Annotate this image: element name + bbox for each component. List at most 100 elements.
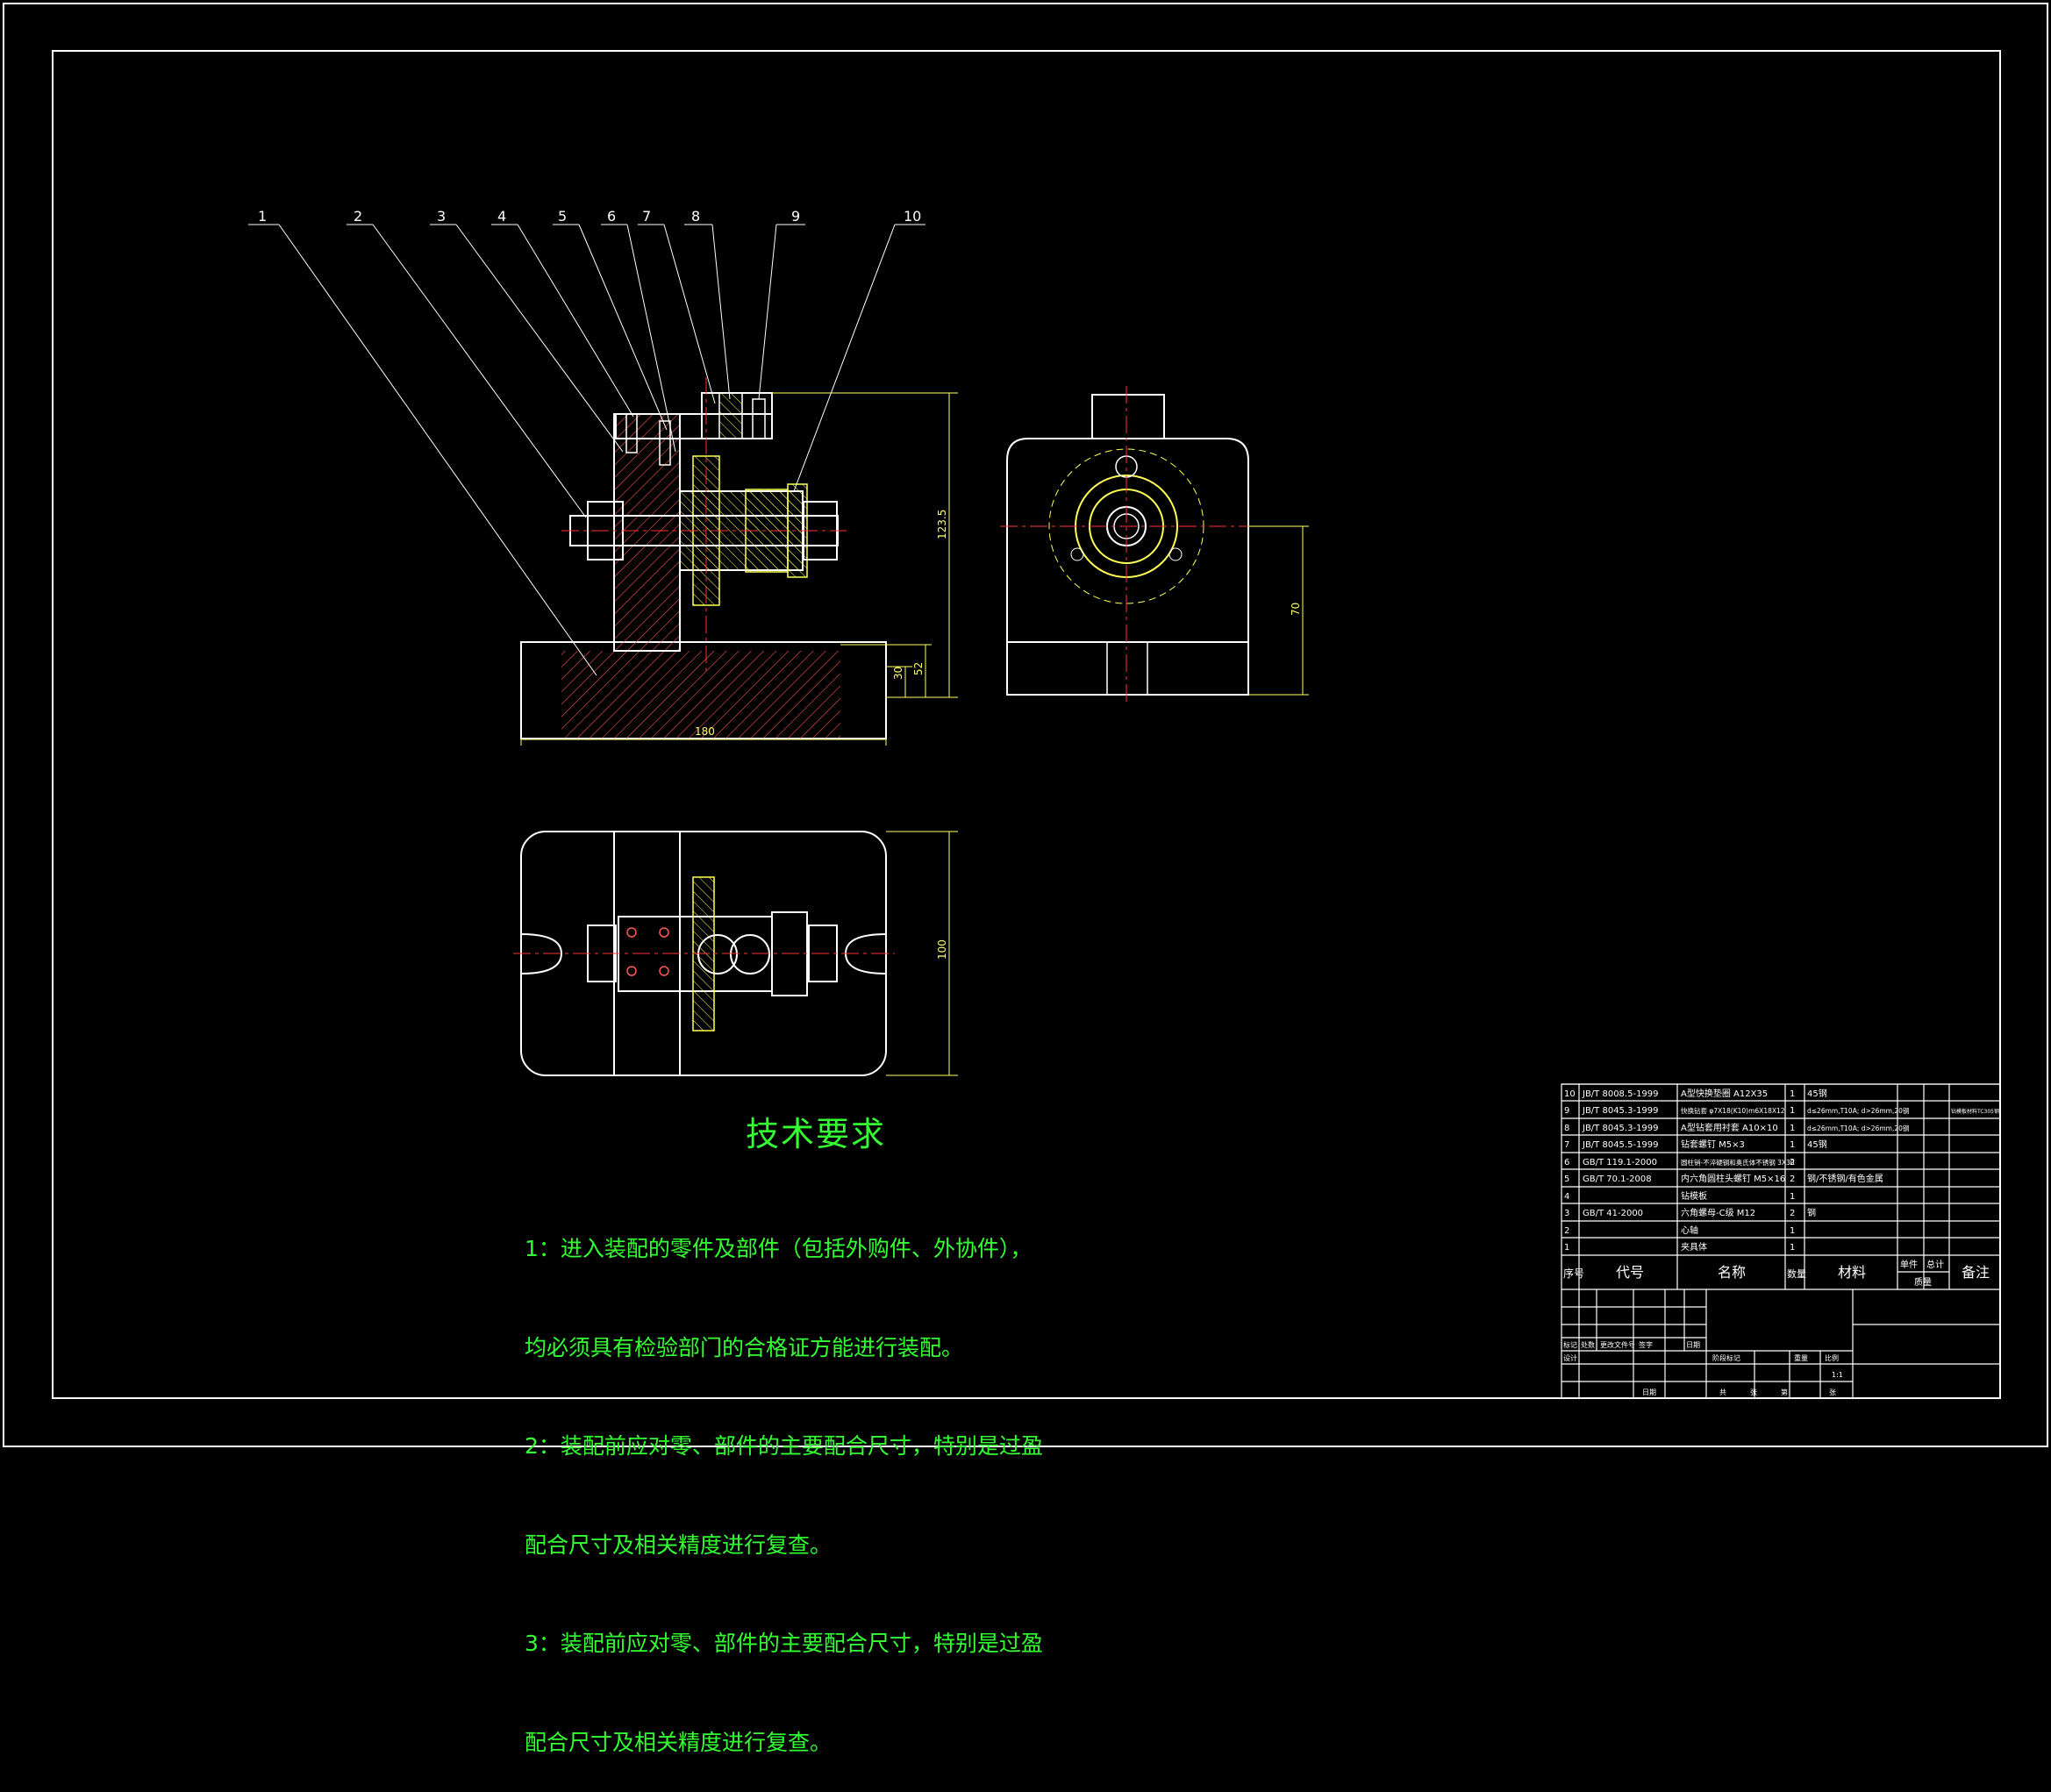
dim-height-main: 123.5	[936, 510, 948, 539]
balloon-leaders	[248, 224, 925, 676]
rev-label-2: 处数	[1581, 1340, 1595, 1349]
bom-qty: 1	[1790, 1192, 1795, 1202]
tech-req-line: 3：装配前应对零、部件的主要配合尺寸，特别是过盈	[525, 1631, 1043, 1656]
rev-label-3: 更改文件号	[1600, 1340, 1635, 1349]
bom-qty: 2	[1790, 1209, 1795, 1218]
bom-text: 10 JB/T 8008.5-1999 A型快换垫圈 A12X35 1 45钢 …	[1563, 1088, 1999, 1396]
balloon-7: 7	[642, 208, 651, 225]
bom-row: 4 钻模板 1	[1564, 1190, 1795, 1202]
balloon-3: 3	[437, 208, 446, 225]
outer-frame	[3, 3, 2048, 1447]
bom-header-weight: 质量	[1914, 1277, 1932, 1288]
bom-qty: 1	[1790, 1226, 1795, 1236]
bom-header-total: 总计	[1926, 1259, 1944, 1270]
bom-header-unit: 单件	[1900, 1260, 1918, 1270]
balloon-9: 9	[791, 208, 800, 225]
bom-material: d≤26mm,T10A; d>26mm,20钢	[1807, 1106, 1909, 1115]
top-view-dimensions	[886, 831, 958, 1076]
bom-material: 钢	[1807, 1207, 1816, 1218]
bom-name: 心轴	[1681, 1224, 1698, 1236]
tech-req-line: 配合尺寸及相关精度进行复查。	[525, 1531, 833, 1558]
tech-req-line: 1：进入装配的零件及部件（包括外购件、外协件），	[525, 1236, 1033, 1261]
bom-header-qty: 数量	[1787, 1268, 1806, 1280]
rev-label-1: 标记	[1563, 1340, 1577, 1349]
tech-req-line: 2：装配前应对零、部件的主要配合尺寸，特别是过盈	[525, 1433, 1043, 1459]
bom-code: JB/T 8008.5-1999	[1582, 1089, 1659, 1099]
bom-qty: 1	[1790, 1089, 1795, 1099]
bom-code: GB/T 119.1-2000	[1583, 1158, 1657, 1167]
balloon-8: 8	[691, 208, 700, 225]
date-label: 日期	[1642, 1389, 1656, 1396]
bom-name: A型钻套用衬套 A10×10	[1681, 1122, 1778, 1133]
sheet-4: 张	[1829, 1389, 1836, 1396]
bom-note: 钻模板材料TC305钢	[1951, 1108, 1999, 1115]
sheet-3: 第	[1781, 1388, 1788, 1396]
bom-row: 2 心轴 1	[1564, 1224, 1795, 1236]
balloon-labels: 1 2 3 4 5 6 7 8 9 10	[258, 208, 921, 225]
bom-qty: 1	[1790, 1243, 1795, 1253]
bom-name: 内六角圆柱头螺钉 M5×16	[1681, 1173, 1785, 1184]
design-label: 设计	[1563, 1353, 1577, 1362]
bom-material: 45钢	[1807, 1139, 1827, 1150]
bom-qty: 1	[1790, 1140, 1795, 1150]
bom-header-code: 代号	[1616, 1264, 1644, 1281]
side-view	[1000, 386, 1254, 702]
bom-no: 2	[1564, 1226, 1569, 1236]
bom-name: 夹具体	[1681, 1241, 1707, 1253]
bom-row: 5 GB/T 70.1-2008 内六角圆柱头螺钉 M5×16 2 钢/不锈钢/…	[1564, 1173, 1883, 1184]
dim-top-w: 100	[936, 939, 948, 960]
tech-req-line: 均必须具有检验部门的合格证方能进行装配。	[525, 1334, 964, 1360]
bom-row: 10 JB/T 8008.5-1999 A型快换垫圈 A12X35 1 45钢	[1564, 1088, 1827, 1099]
bom-header-name: 名称	[1718, 1264, 1746, 1281]
bom-material: 45钢	[1807, 1088, 1827, 1099]
bom-code: GB/T 70.1-2008	[1583, 1174, 1652, 1184]
rev-label-5: 日期	[1686, 1341, 1700, 1349]
bom-row: 7 JB/T 8045.5-1999 钻套螺钉 M5×3 1 45钢	[1564, 1139, 1827, 1150]
stage-header-3: 比例	[1825, 1353, 1839, 1362]
bom-name: 钻套螺钉 M5×3	[1681, 1139, 1745, 1150]
bom-name: 钻模板	[1681, 1190, 1707, 1202]
bom-name: 快换钻套 φ7X18(K10)m6X18X12	[1681, 1106, 1785, 1115]
side-view-dimensions	[1248, 525, 1309, 696]
balloon-6: 6	[607, 208, 616, 225]
bom-row: 8 JB/T 8045.3-1999 A型钻套用衬套 A10×10 1 d≤26…	[1564, 1122, 1909, 1133]
bom-code: GB/T 41-2000	[1583, 1209, 1643, 1218]
dim-h52: 52	[912, 662, 925, 675]
bom-no: 9	[1564, 1106, 1569, 1116]
tech-req-title: 技术要求	[746, 1115, 887, 1153]
bom-no: 3	[1564, 1209, 1569, 1218]
dim-side-h: 70	[1290, 603, 1302, 616]
front-view	[520, 377, 887, 739]
bom-qty: 2	[1790, 1158, 1795, 1167]
bom-no: 5	[1564, 1174, 1569, 1184]
bom-no: 4	[1564, 1192, 1569, 1202]
bom-no: 7	[1564, 1140, 1569, 1150]
bom-no: 8	[1564, 1124, 1569, 1133]
cad-drawing: 123.5 30 52 180 1 2 3 4 5 6 7 8 9 10	[3, 3, 2048, 1447]
bom-qty: 1	[1790, 1106, 1795, 1116]
bom-code: JB/T 8045.3-1999	[1582, 1124, 1659, 1133]
bom-code: JB/T 8045.5-1999	[1582, 1140, 1659, 1150]
dim-base-w: 180	[695, 725, 715, 738]
bom-table	[1561, 1083, 2001, 1399]
balloon-5: 5	[558, 208, 567, 225]
balloon-2: 2	[354, 208, 362, 225]
bom-qty: 1	[1790, 1124, 1795, 1133]
bom-material: 钢/不锈钢/有色金属	[1807, 1173, 1883, 1184]
bom-row: 1 夹具体 1	[1564, 1241, 1795, 1253]
sheet-1: 共	[1719, 1389, 1726, 1396]
tech-req-line: 配合尺寸及相关精度进行复查。	[525, 1729, 833, 1755]
inner-frame	[52, 50, 2001, 1399]
rev-label-4: 签字	[1639, 1340, 1653, 1349]
bom-row: 9 JB/T 8045.3-1999 快换钻套 φ7X18(K10)m6X18X…	[1564, 1106, 1999, 1116]
balloon-4: 4	[497, 208, 506, 225]
bom-no: 10	[1564, 1089, 1576, 1099]
stage-header-2: 重量	[1794, 1353, 1808, 1362]
bom-header-material: 材料	[1838, 1264, 1866, 1281]
bom-name: 圆柱销-不淬硬钢和奥氏体不锈钢 3X30	[1681, 1158, 1795, 1167]
tech-req-body: 1：进入装配的零件及部件（包括外购件、外协件）， 均必须具有检验部门的合格证方能…	[525, 1167, 1043, 1792]
sheet-2: 张	[1750, 1389, 1757, 1396]
front-view-dimensions	[520, 392, 958, 746]
stage-header-1: 阶段标记	[1712, 1353, 1740, 1362]
dim-h30: 30	[892, 667, 904, 680]
